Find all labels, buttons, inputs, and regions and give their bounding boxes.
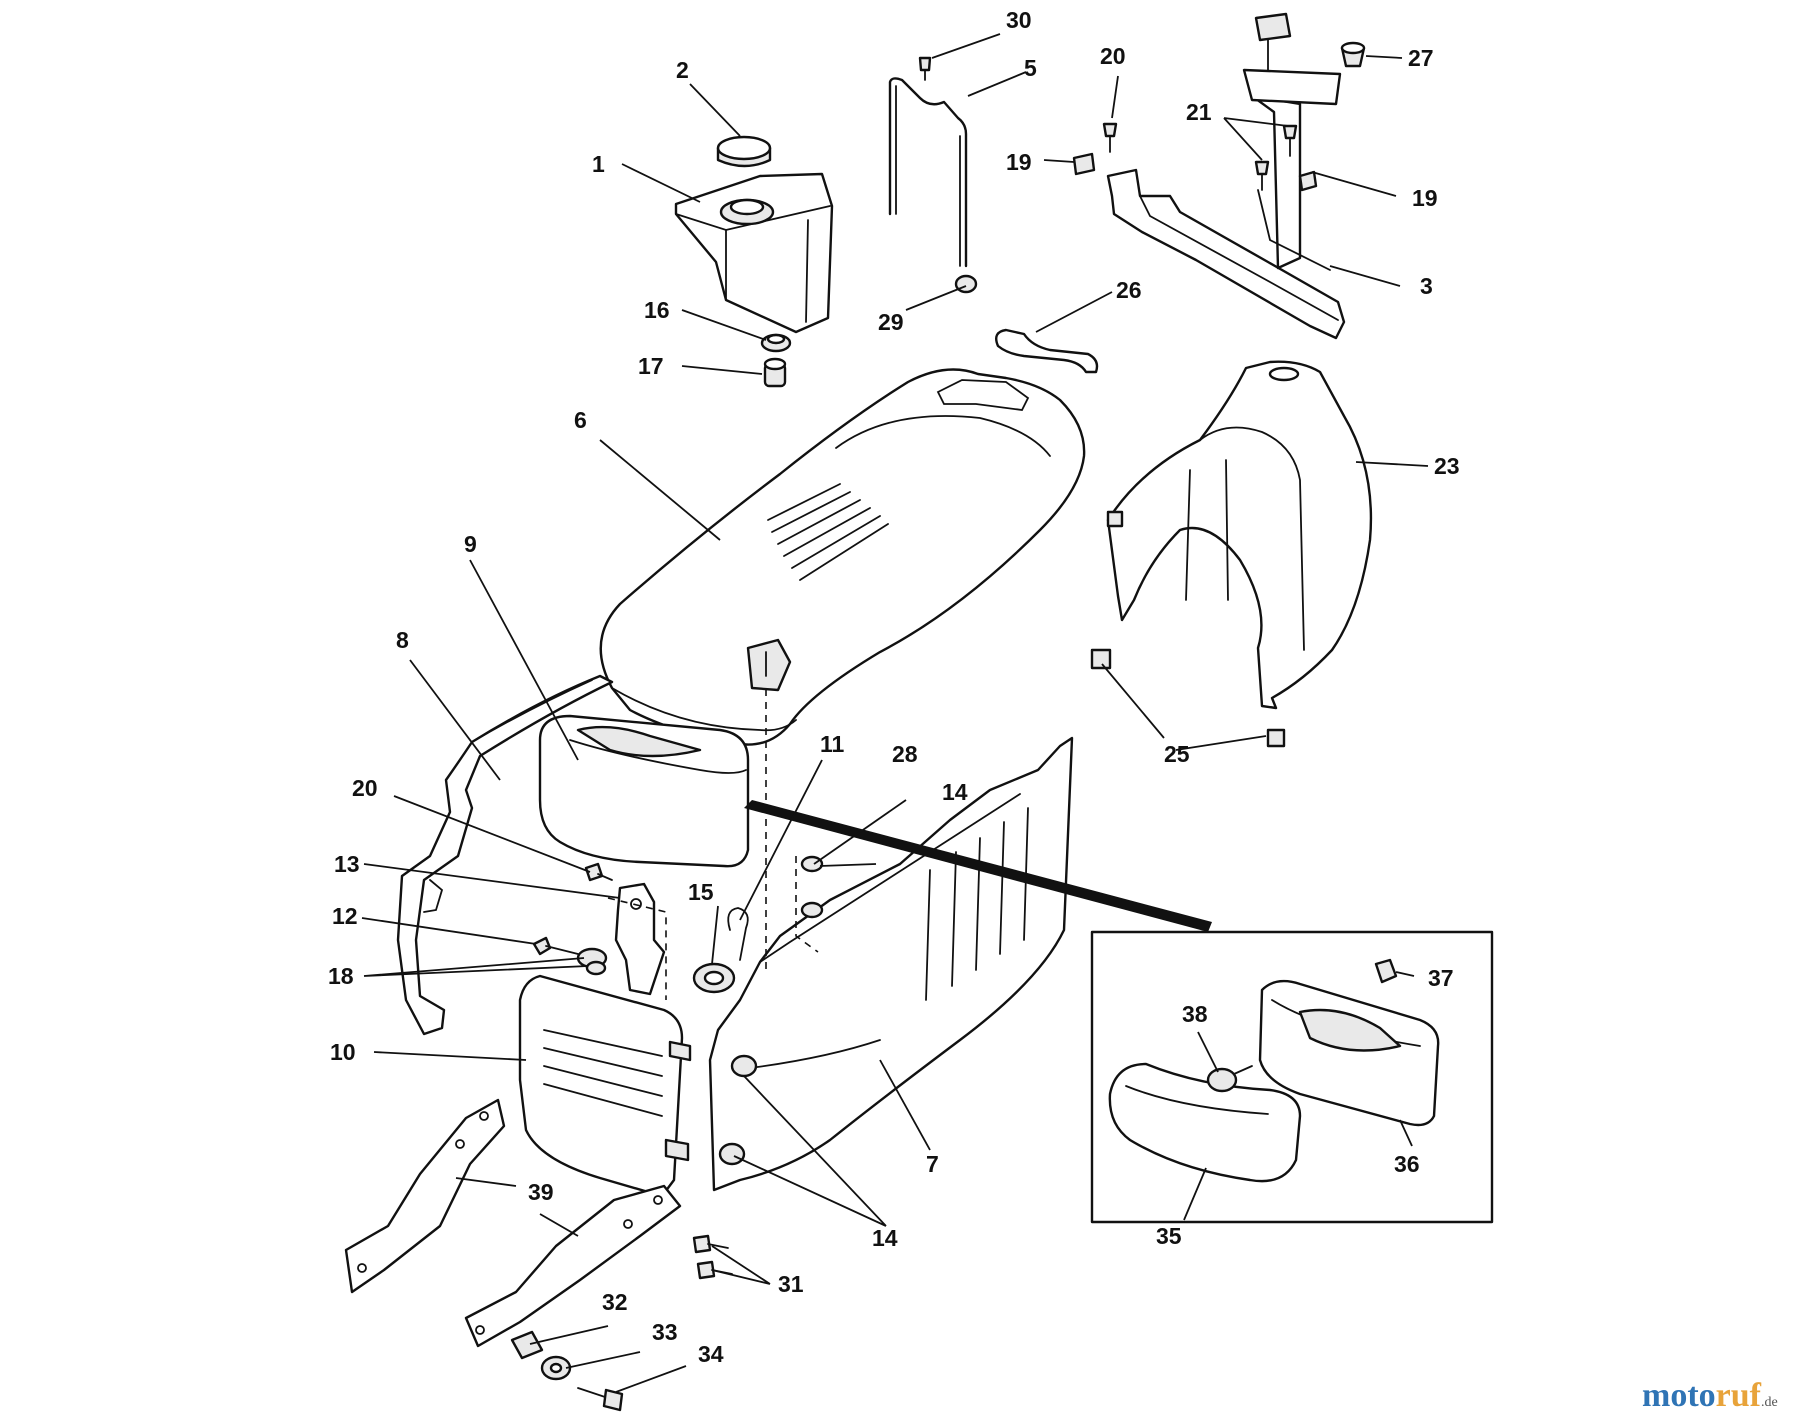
- hose-26: [995, 328, 1099, 374]
- fuel-tank: [674, 172, 834, 334]
- nut-25a: [1090, 648, 1112, 670]
- callout-30: 30: [1006, 7, 1032, 33]
- callout-3: 3: [1420, 273, 1433, 299]
- nut-14c: [718, 1142, 746, 1166]
- callout-34: 34: [698, 1341, 724, 1367]
- watermark-part-a: moto: [1642, 1377, 1716, 1414]
- callout-7: 7: [926, 1151, 939, 1177]
- watermark-logo: motoruf.de: [1642, 1377, 1778, 1414]
- screw-38: [1206, 1065, 1253, 1093]
- screw-30: [918, 56, 932, 81]
- callout-16: 16: [644, 297, 670, 323]
- clip-19a: [1072, 152, 1096, 176]
- bracket-39a: [344, 1098, 506, 1294]
- callout-5: 5: [1024, 55, 1037, 81]
- callout-labels: 1 2 3 5 6 7 8 9 10 11 12 13 14 14 15 16 …: [328, 7, 1460, 1367]
- callout-19b: 19: [1412, 185, 1438, 211]
- dash-bracket: [1106, 12, 1346, 340]
- bushing-15: [692, 962, 736, 994]
- nut-25b: [1266, 728, 1286, 748]
- bushing-18b: [585, 960, 607, 976]
- callout-27: 27: [1408, 45, 1434, 71]
- callout-21: 21: [1186, 99, 1212, 125]
- clip-19b: [1298, 170, 1318, 192]
- watermark-suffix: .de: [1761, 1395, 1778, 1410]
- callout-8: 8: [396, 627, 409, 653]
- fitting-17: [763, 357, 787, 388]
- callout-32: 32: [602, 1289, 628, 1315]
- dash-panel: [1106, 360, 1373, 710]
- callout-20b: 20: [352, 775, 378, 801]
- callout-1: 1: [592, 151, 605, 177]
- callout-36: 36: [1394, 1151, 1420, 1177]
- washer-33: [540, 1355, 572, 1381]
- pin-11: [727, 907, 749, 961]
- callout-19a: 19: [1006, 149, 1032, 175]
- bracket-39b: [464, 1184, 682, 1348]
- spacer-32: [510, 1330, 544, 1360]
- callout-17: 17: [638, 353, 664, 379]
- tank-cap: [716, 135, 772, 168]
- grille: [538, 714, 750, 868]
- callout-29: 29: [878, 309, 904, 335]
- front-panel: [518, 974, 692, 1198]
- watermark-part-b: ruf: [1716, 1377, 1762, 1414]
- inset-headlight-detail: [744, 800, 1494, 1224]
- knob-27: [1340, 41, 1366, 68]
- leader-lines: [361, 33, 1429, 1393]
- callout-28: 28: [892, 741, 918, 767]
- callout-23: 23: [1434, 453, 1460, 479]
- nut-14b: [730, 1054, 758, 1078]
- headlight-36: [1258, 979, 1440, 1127]
- callout-15: 15: [688, 879, 714, 905]
- callout-11: 11: [820, 731, 845, 757]
- bolt-34: [577, 1387, 624, 1412]
- callout-39: 39: [528, 1179, 554, 1205]
- callout-26: 26: [1116, 277, 1142, 303]
- screws-31: [692, 1234, 733, 1280]
- callout-10: 10: [330, 1039, 356, 1065]
- grommet-16: [760, 333, 792, 353]
- screw-21a: [1282, 124, 1298, 157]
- nut-28: [800, 855, 824, 873]
- callout-2: 2: [676, 57, 689, 83]
- callout-6: 6: [574, 407, 587, 433]
- hood: [599, 368, 1086, 746]
- watermark: motoruf.de: [1642, 1377, 1778, 1414]
- callout-13: 13: [334, 851, 360, 877]
- callout-14b: 14: [872, 1225, 898, 1251]
- callout-14a: 14: [942, 779, 968, 805]
- callout-12: 12: [332, 903, 358, 929]
- nut-37: [1374, 958, 1398, 984]
- support-rod: [888, 77, 968, 268]
- callout-9: 9: [464, 531, 477, 557]
- callout-25: 25: [1164, 741, 1190, 767]
- callout-18: 18: [328, 963, 354, 989]
- callout-33: 33: [652, 1319, 678, 1345]
- hinge-plate: [614, 882, 666, 996]
- callout-38: 38: [1182, 1001, 1208, 1027]
- callout-37: 37: [1428, 965, 1454, 991]
- callout-31: 31: [778, 1271, 804, 1297]
- screw-20: [1102, 122, 1118, 153]
- screw-20b: [584, 862, 613, 882]
- assembly-lines: [607, 638, 819, 1000]
- callout-20a: 20: [1100, 43, 1126, 69]
- screw-21b: [1254, 160, 1270, 191]
- callout-35: 35: [1156, 1223, 1182, 1249]
- screw-12: [532, 936, 579, 956]
- lens-35: [1108, 1062, 1302, 1183]
- nut-14a: [800, 901, 824, 919]
